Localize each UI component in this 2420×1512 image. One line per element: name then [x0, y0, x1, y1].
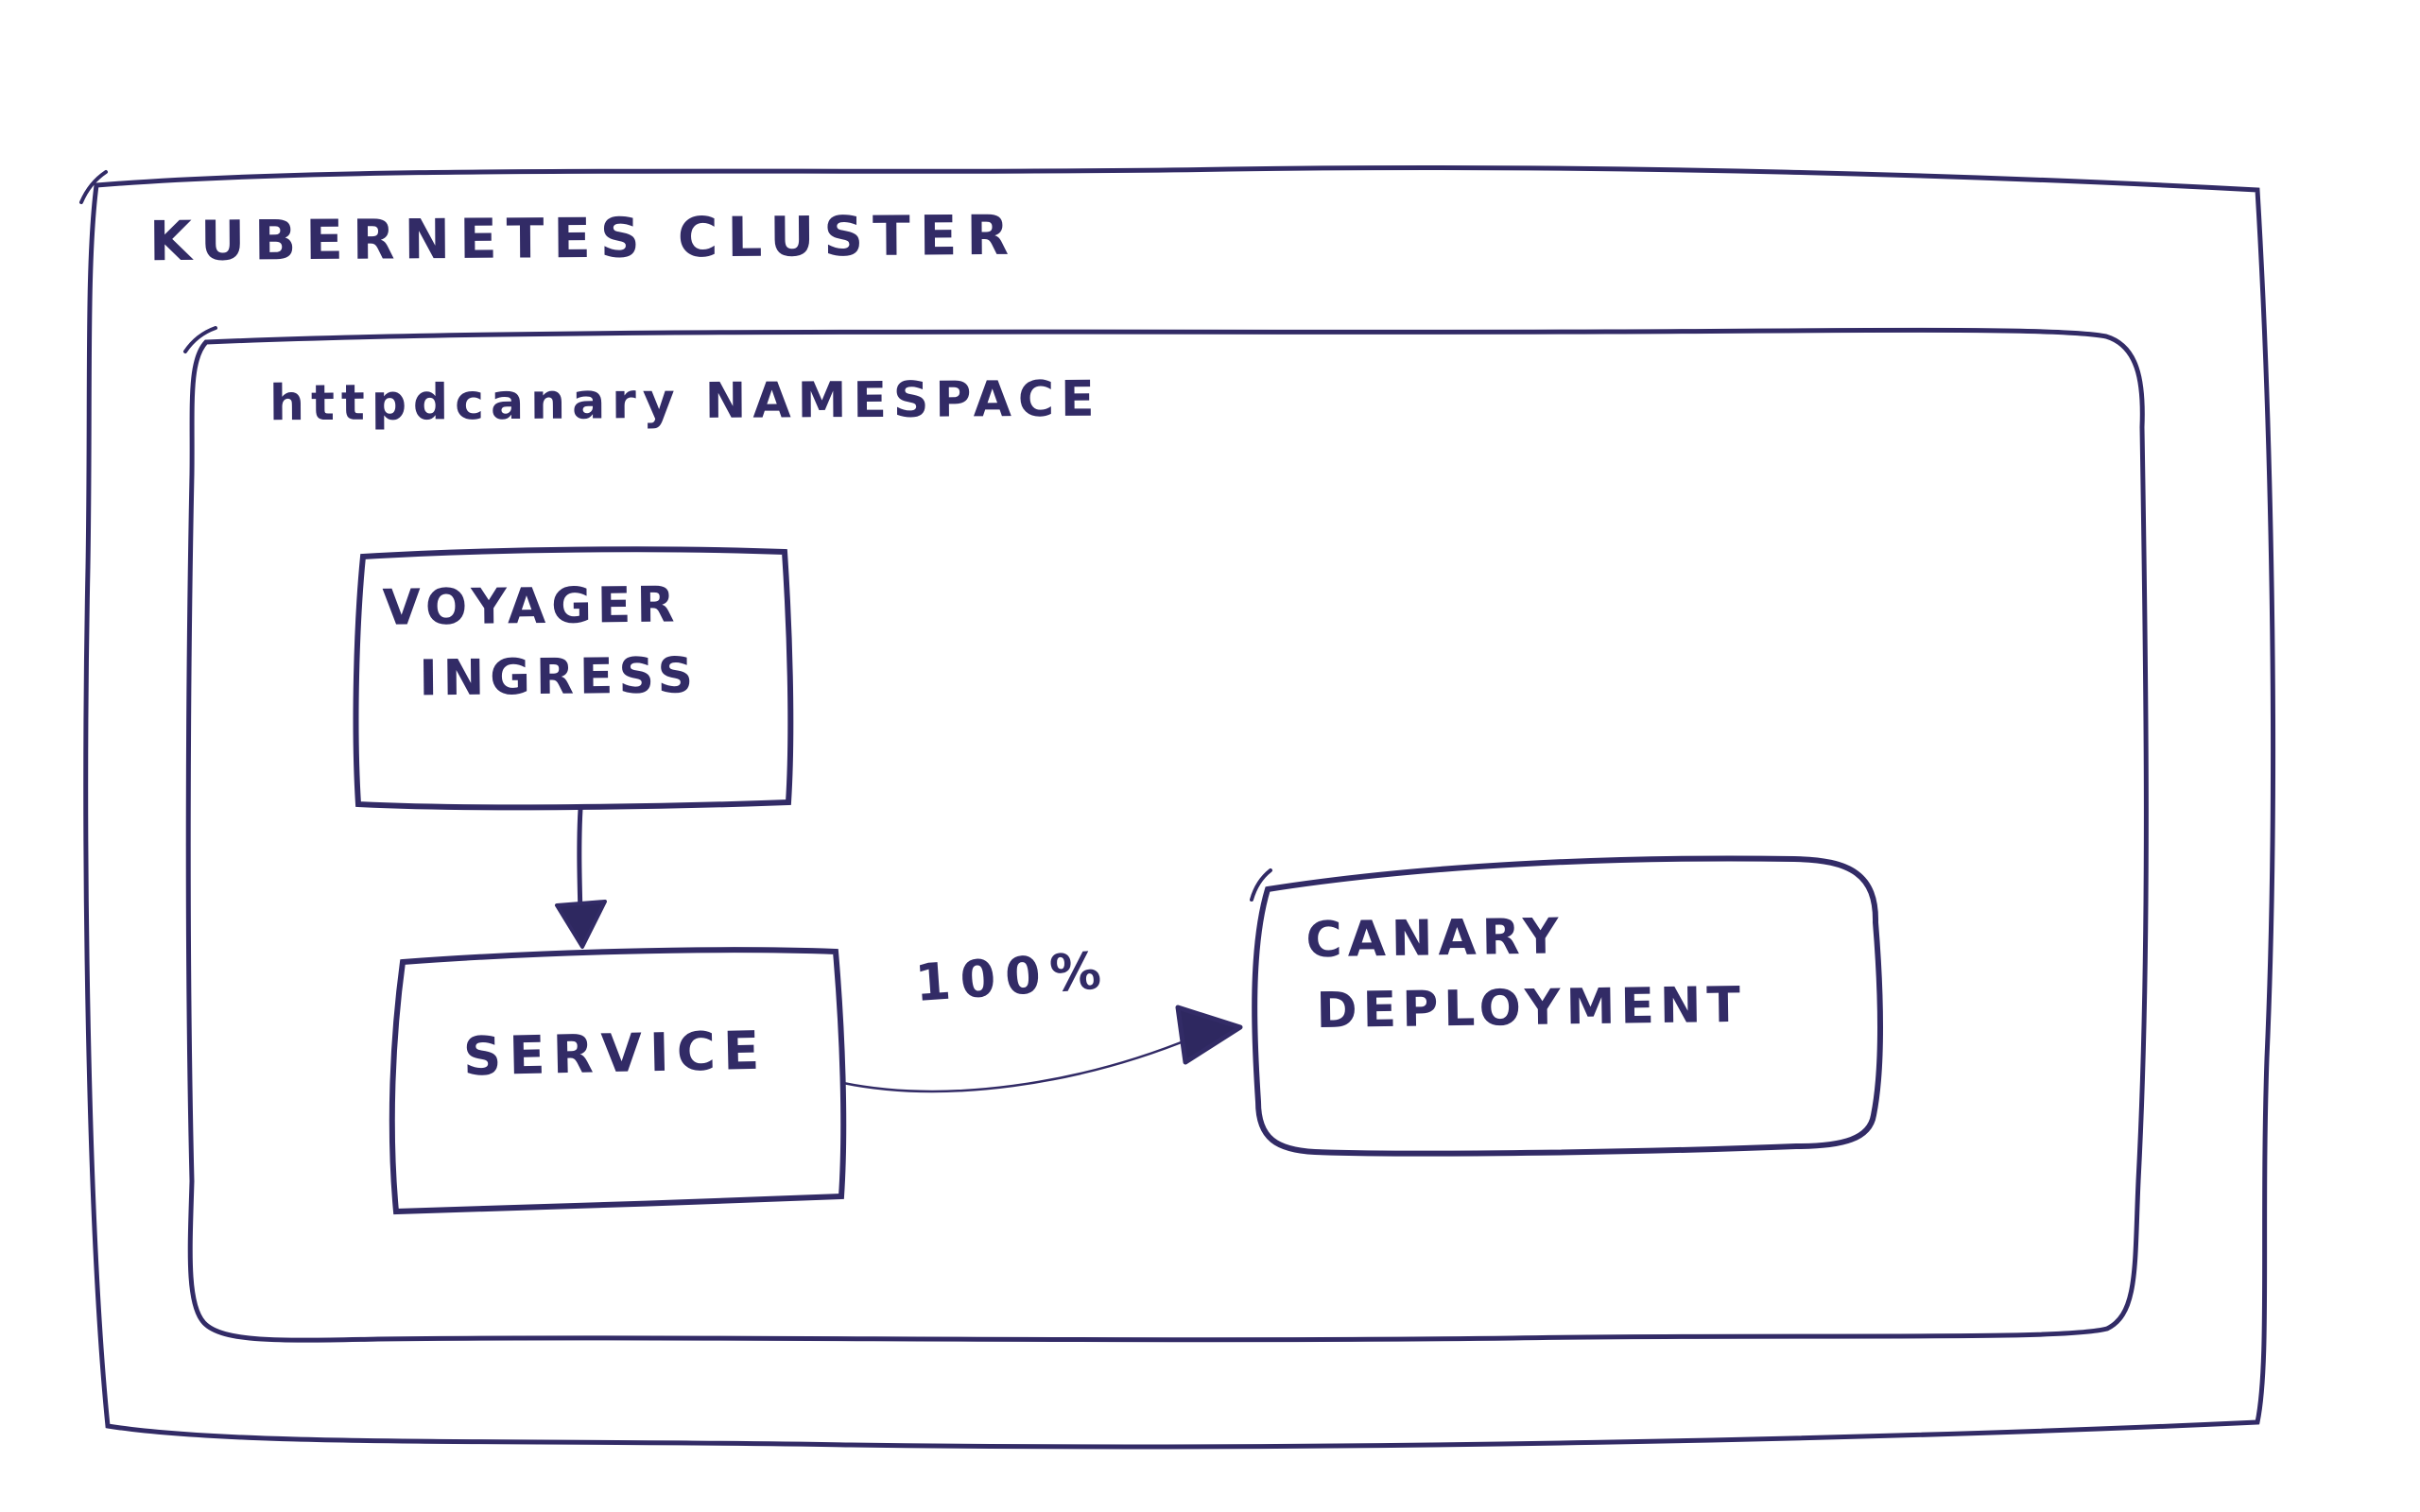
cluster-title: KUBERNETES CLUSTER [148, 202, 1019, 274]
canary-box-pen-mark [1250, 868, 1272, 902]
service-to-deployment-arrowhead [1175, 1005, 1243, 1065]
ingress-to-service-arrow [577, 806, 583, 918]
canary-deployment-label: CANARY DEPLOYMENT [1305, 900, 1746, 1048]
namespace-box [185, 327, 2149, 1343]
ingress-to-service-arrowhead [555, 900, 607, 949]
cluster-box [83, 165, 2276, 1450]
canary-deployment-label-line2: DEPLOYMENT [1316, 977, 1747, 1040]
service-box [389, 947, 847, 1215]
canary-deployment-box [1252, 855, 1883, 1157]
canary-deployment-label-line1: CANARY [1305, 908, 1564, 970]
namespace-title: httpdcanary NAMESPACE [268, 370, 1101, 433]
voyager-ingress-label: VOYAGER INGRESS [382, 570, 699, 715]
service-label: SERVICE [462, 1020, 768, 1089]
cluster-box-pen-mark [79, 170, 108, 204]
voyager-ingress-label-line2: INGRESS [419, 647, 700, 708]
voyager-ingress-box [353, 546, 794, 811]
namespace-box-pen-mark [183, 326, 217, 353]
voyager-ingress-label-line1: VOYAGER [382, 576, 681, 637]
service-to-deployment-arrow [841, 1036, 1195, 1093]
